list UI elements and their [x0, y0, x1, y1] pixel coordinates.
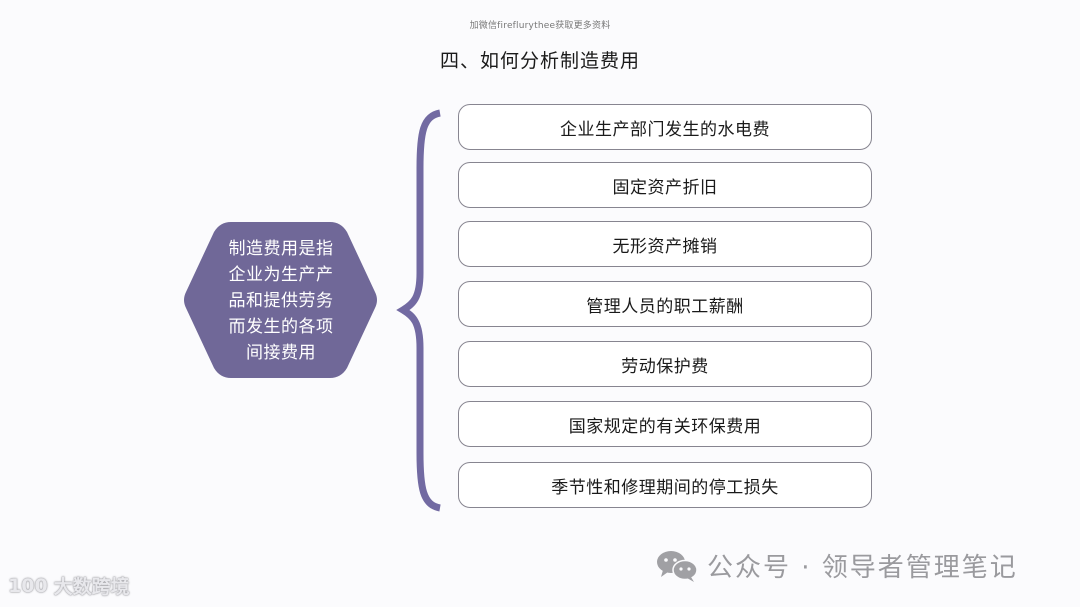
- cost-item-label: 管理人员的职工薪酬: [586, 296, 744, 317]
- cost-item-label: 企业生产部门发生的水电费: [560, 119, 770, 140]
- brand-watermark: 100 大数跨境: [8, 572, 130, 599]
- definition-line: 制造费用是指: [228, 239, 334, 259]
- definition-line: 品和提供劳务: [228, 291, 334, 311]
- definition-line: 而发生的各项: [228, 317, 334, 337]
- wechat-icon: [657, 550, 698, 582]
- cost-item-label: 国家规定的有关环保费用: [568, 416, 762, 437]
- cost-item-label: 无形资产摊销: [612, 236, 718, 257]
- top-note: 加微信fireflurythee获取更多资料: [469, 21, 611, 31]
- brand-name: 大数跨境: [53, 576, 130, 598]
- cost-item-labor-protection: 劳动保护费: [458, 341, 872, 387]
- cost-item-depreciation: 固定资产折旧: [458, 162, 872, 208]
- page-title: 四、如何分析制造费用: [439, 50, 640, 72]
- cost-item-management-salary: 管理人员的职工薪酬: [458, 281, 872, 327]
- cost-item-utilities: 企业生产部门发生的水电费: [458, 104, 872, 150]
- definition-line: 间接费用: [246, 343, 316, 363]
- wechat-account-name: 公众号 · 领导者管理笔记: [707, 553, 1018, 583]
- cost-item-environmental: 国家规定的有关环保费用: [458, 401, 872, 447]
- cost-item-label: 固定资产折旧: [612, 177, 718, 198]
- cost-item-label: 季节性和修理期间的停工损失: [551, 477, 779, 498]
- definition-line: 企业为生产产: [228, 265, 334, 285]
- cost-item-amortization: 无形资产摊销: [458, 221, 872, 267]
- brand-logo: 100: [8, 574, 48, 597]
- cost-item-downtime-loss: 季节性和修理期间的停工损失: [458, 462, 872, 508]
- cost-item-label: 劳动保护费: [621, 356, 709, 377]
- definition-hexagon: [184, 222, 377, 378]
- definition-text: 制造费用是指 企业为生产产 品和提供劳务 而发生的各项 间接费用: [222, 236, 340, 366]
- curly-brace: [396, 109, 441, 512]
- wechat-account-watermark: 公众号 · 领导者管理笔记: [655, 547, 1018, 584]
